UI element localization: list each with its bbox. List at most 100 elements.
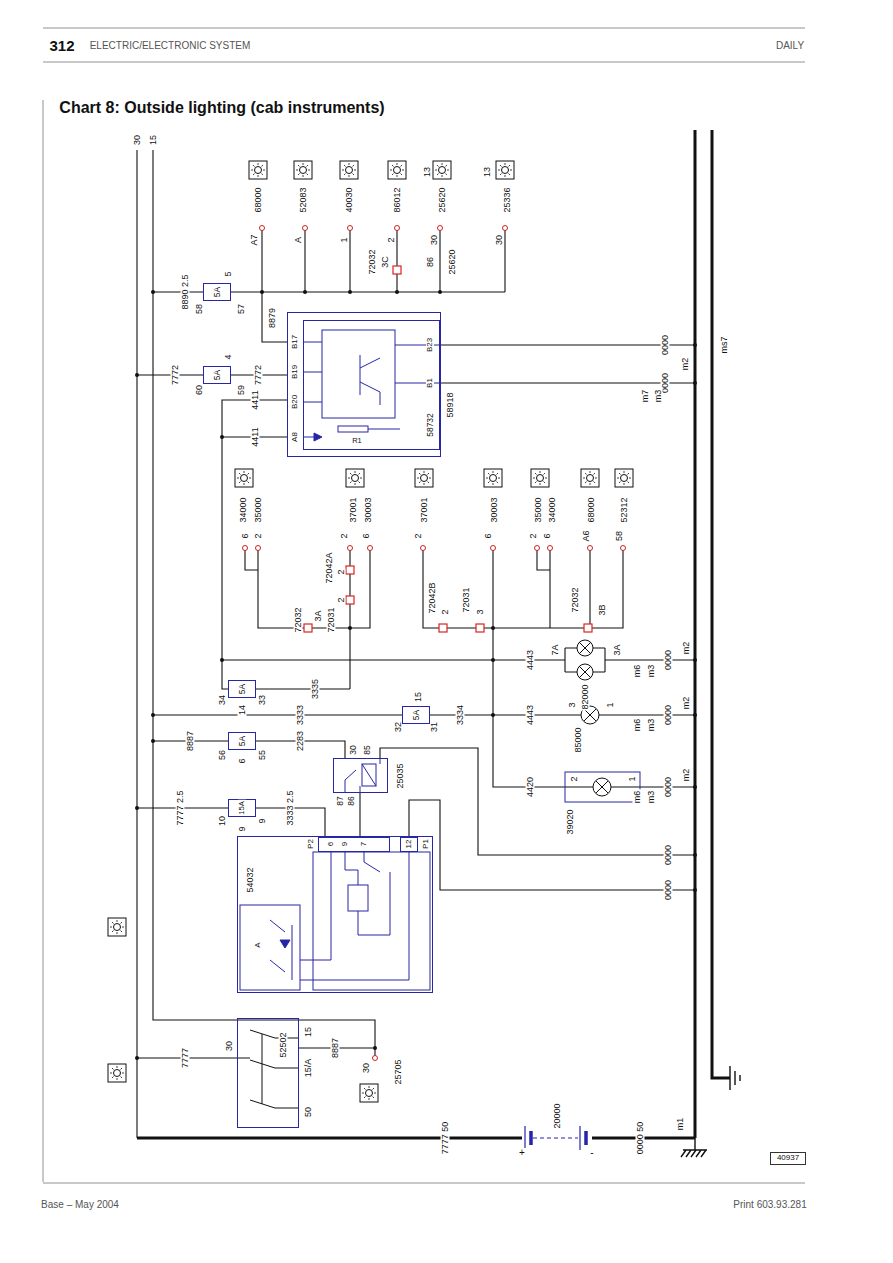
diagram-label: 39020: [566, 808, 575, 835]
node-text: 40937: [776, 1154, 800, 1162]
diagram-label: 30: [133, 134, 142, 146]
diagram-label: A7: [250, 233, 259, 246]
node-text: 15: [304, 1026, 313, 1038]
lamp-symbol: [579, 642, 608, 793]
diagram-label: DAILY: [775, 41, 805, 51]
diagram-label: 0000: [664, 879, 673, 901]
junction-dot: [693, 713, 697, 717]
diagram-label: 3: [568, 701, 577, 708]
diagram-label: m3: [654, 389, 663, 404]
diagram-label: 56: [218, 749, 227, 761]
diagram-label: 2: [529, 532, 538, 539]
junction-dot: [491, 658, 495, 662]
diagram-label: m3: [647, 664, 656, 679]
bus-bar: [137, 130, 730, 1138]
connector-square: [439, 624, 447, 632]
diagram-label: 4411: [251, 426, 260, 447]
ground-symbol: [681, 1066, 740, 1157]
diagram-label: 1: [340, 236, 349, 243]
diagram-label: 52312: [620, 496, 629, 523]
node-text: 30: [225, 1040, 234, 1052]
diagram-label: 35000: [534, 496, 543, 523]
pin-dot: [548, 546, 553, 551]
diagram-label: 2: [254, 532, 263, 539]
pin-dot: [588, 546, 593, 551]
diagram-label: 0000: [664, 704, 673, 726]
diagram-label: 3: [476, 608, 485, 615]
node-text: 5A: [213, 286, 222, 298]
node-text: 15: [414, 691, 423, 703]
diagram-label: 1: [628, 775, 637, 782]
junction-dot: [693, 343, 697, 347]
pin-dot: [491, 546, 496, 551]
diagram-label: 2: [340, 532, 349, 539]
node-text: 5: [224, 270, 233, 277]
diagram-label: 58: [615, 530, 624, 542]
diagram-label: m2: [681, 357, 690, 372]
diagram-label: 0000: [661, 334, 670, 356]
diagram-label: 2: [441, 608, 450, 615]
ignition-switch: 301515/A5052502: [237, 1018, 299, 1128]
symbol-icon: [108, 1064, 126, 1082]
diagram-label: 6: [484, 532, 493, 539]
node-text: 14: [238, 704, 247, 716]
node-text: 4: [224, 353, 233, 360]
diagram-label: 3A: [613, 643, 622, 656]
symbol-icon: [388, 161, 406, 179]
diagram-label: 33: [258, 694, 267, 706]
diagram-label: 6: [241, 532, 250, 539]
diagram-label: 20000: [553, 1102, 562, 1129]
diagram-label: 3335: [311, 678, 320, 700]
page-rule: [43, 28, 805, 1183]
diagram-label: 25705: [394, 1058, 403, 1085]
node-text: 12: [405, 839, 413, 850]
node-text: 7: [360, 841, 368, 847]
symbol-icon: [108, 161, 633, 1102]
diagram-label: 4411: [251, 389, 260, 410]
wire: [137, 150, 695, 1138]
component-internals: [314, 433, 322, 441]
diagram-label: m6: [633, 664, 642, 679]
diagram-label: Base – May 2004: [40, 1200, 120, 1210]
pin-dot: [438, 226, 443, 231]
wire: [245, 548, 370, 689]
pin-dot: [373, 1056, 378, 1061]
component-internals: [280, 940, 290, 948]
pin-dot: [395, 226, 400, 231]
diagram-label: 72032: [368, 248, 377, 275]
symbol-icon: [249, 161, 267, 179]
connector-square: [304, 624, 312, 632]
diagram-label: 2: [570, 775, 579, 782]
diagram-label: 59: [237, 384, 246, 396]
diagram-label: 57: [237, 303, 246, 315]
diagram-label: 72031: [327, 606, 336, 633]
diagram-label: 7772: [171, 364, 180, 386]
diagram-label: 34: [218, 694, 227, 706]
node-text: A8: [291, 431, 299, 443]
pin-dot: [421, 546, 426, 551]
diagram-label: 8887: [186, 730, 195, 752]
diagram-label: 7777 2.5: [176, 789, 185, 826]
wire-connector: [231, 292, 287, 342]
diagram-label: 72031: [462, 586, 471, 613]
diagram-label: 72042B: [428, 581, 437, 614]
junction-dot: [395, 290, 399, 294]
diagram-label: 3334: [456, 704, 465, 726]
junction-dot: [491, 626, 495, 630]
junction-dot: [491, 713, 495, 717]
node-text: 5A: [238, 735, 247, 747]
diagram-label: 30003: [490, 496, 499, 523]
node-text: 5A: [412, 709, 421, 721]
fuse-box: 5A15: [402, 706, 430, 724]
node-text: 52502: [279, 1031, 288, 1058]
junction-dot: [438, 290, 442, 294]
node-text: B23: [426, 337, 434, 353]
diagram-label: 3333 2.5: [286, 789, 295, 826]
diagram-label: 0000: [664, 776, 673, 798]
diagram-label: 6: [543, 532, 552, 539]
node-text: 50: [304, 1106, 313, 1118]
diagram-label: ELECTRIC/ELECTRONIC SYSTEM: [89, 41, 252, 51]
junction-dot: [693, 381, 697, 385]
diagram-label: 13: [423, 166, 432, 178]
